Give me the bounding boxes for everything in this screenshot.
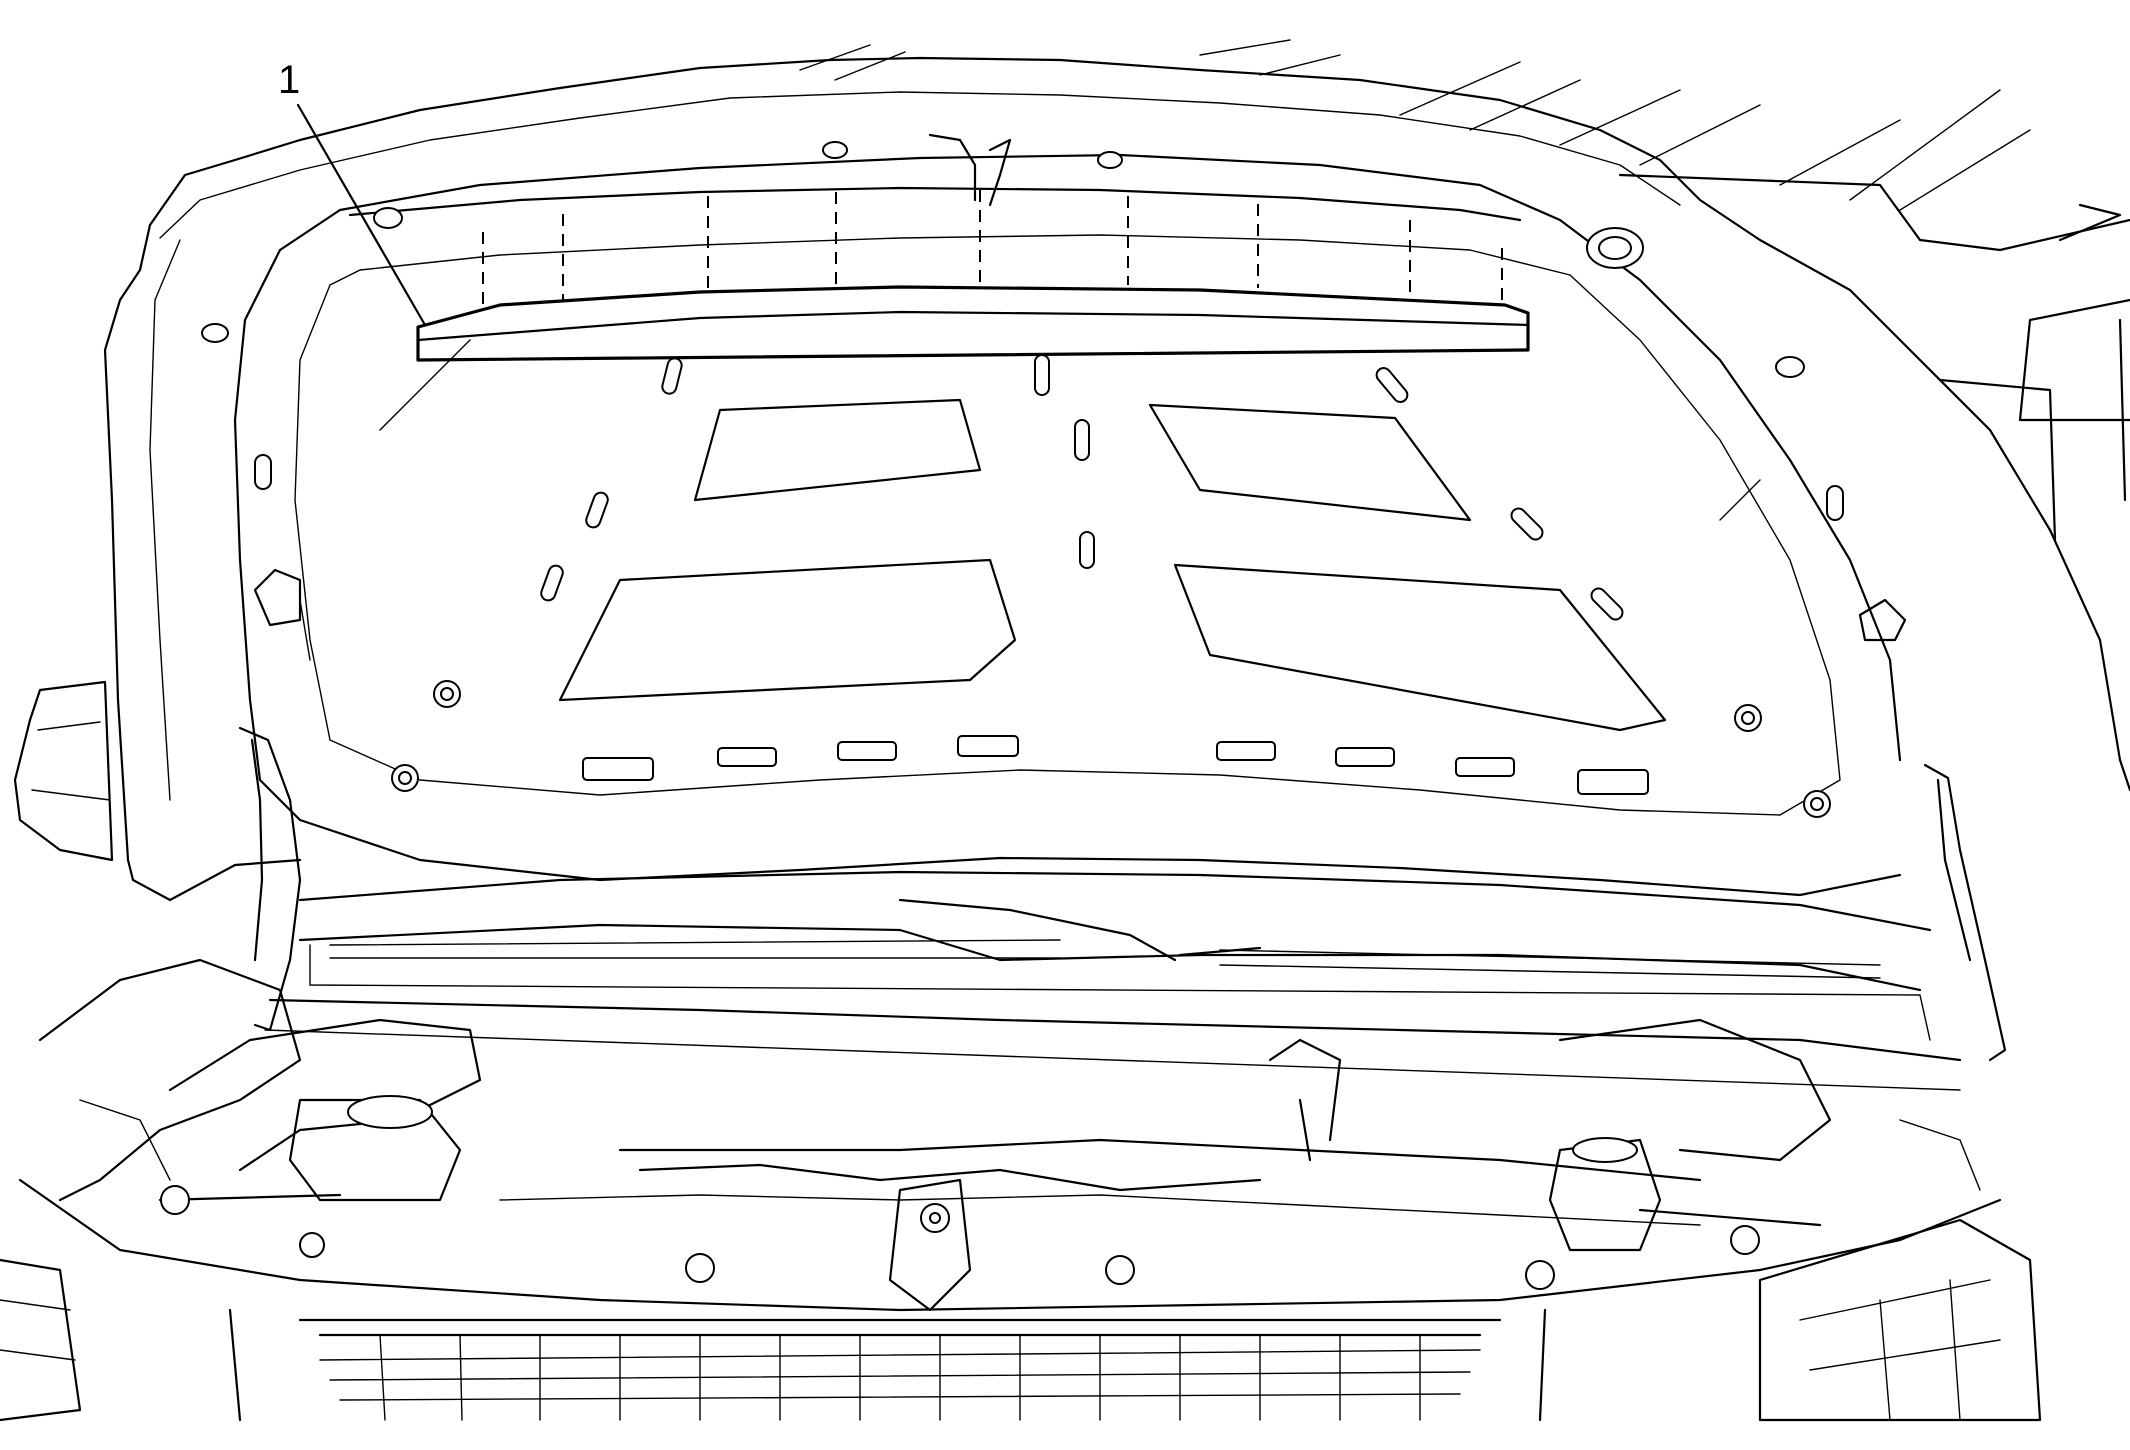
windshield-hatching	[799, 39, 2130, 542]
hood	[103, 56, 2130, 902]
hood-hinges	[238, 726, 2007, 1062]
callout-1: 1	[278, 58, 427, 327]
left-mirror	[13, 680, 114, 862]
cowl-panel	[264, 870, 1962, 1091]
engine-compartment	[38, 958, 1981, 1312]
hood-rear-seal	[416, 285, 1530, 362]
callout-number-1: 1	[278, 58, 300, 102]
callout-leader-line	[296, 103, 427, 327]
front-grille	[0, 1178, 2042, 1422]
